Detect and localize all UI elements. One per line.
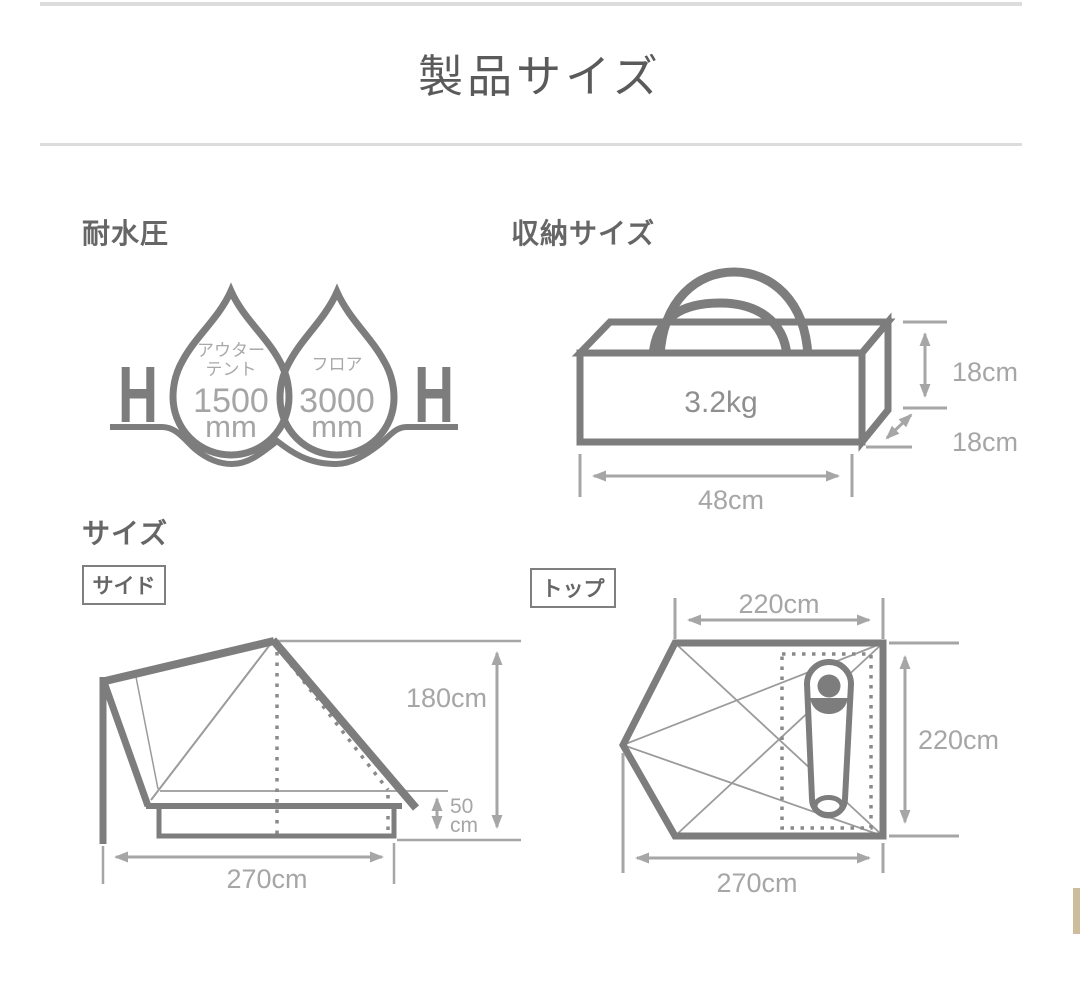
bag-top-face xyxy=(571,318,896,357)
drop1-value: 1500 xyxy=(193,382,269,420)
storage-size-heading: 収納サイズ xyxy=(511,218,656,249)
bag-height-label: 18cm xyxy=(952,357,1018,387)
water-resistance-heading: 耐水圧 xyxy=(82,218,170,249)
size-heading: サイズ xyxy=(82,518,169,549)
water-drop-icon-floor xyxy=(276,283,398,459)
top-view-tag: トップ xyxy=(530,568,616,608)
drop1-label-line2: テント xyxy=(206,360,257,379)
skirt-height-unit: cm xyxy=(450,814,478,837)
side-view-tag-label: サイド xyxy=(92,575,156,598)
side-height-label: 180cm xyxy=(406,683,487,713)
bag-weight-label: 3.2kg xyxy=(684,386,757,419)
page-title: 製品サイズ xyxy=(418,51,662,102)
drop2-label-line1: フロア xyxy=(312,355,363,374)
top-border-line xyxy=(40,2,1022,6)
tent-side-view-diagram: 180cm 50 cm 270cm xyxy=(99,637,521,894)
sleeper-head-icon xyxy=(817,674,841,698)
sleeping-bag-foot-icon xyxy=(812,795,845,817)
bag-depth-label: 18cm xyxy=(952,427,1018,457)
gauge-letter-right: H xyxy=(414,350,454,439)
water-drop-icon-outer-tent xyxy=(169,282,293,459)
bag-width-label: 48cm xyxy=(698,485,764,515)
water-resistance-diagram: H H アウター テント 1500 mm フロア 3000 mm xyxy=(110,282,458,468)
floor-outline xyxy=(619,639,887,840)
title-divider-line xyxy=(40,143,1022,146)
bag-front-face xyxy=(576,349,866,446)
tent-top-view-diagram: 220cm 220cm 270cm xyxy=(619,589,999,898)
bag-handle-front xyxy=(648,298,792,357)
drop2-value: 3000 xyxy=(299,382,375,420)
sleeper-shoulders-icon xyxy=(810,698,848,714)
rear-slope-line xyxy=(269,637,420,811)
top-depth-label: 220cm xyxy=(918,725,999,755)
depth-dimension-arrow xyxy=(885,413,913,440)
gauge-letter-left: H xyxy=(118,350,158,439)
side-width-label: 270cm xyxy=(226,864,307,894)
right-edge-fragment xyxy=(1073,888,1080,934)
skirt-outline xyxy=(156,803,397,839)
inner-tent-dotted-lines xyxy=(275,652,390,834)
inner-left-slope-line xyxy=(150,641,273,801)
storage-bag-diagram: 3.2kg 18cm 18cm 48cm xyxy=(571,267,1018,515)
skirt-height-value: 50 xyxy=(450,795,473,818)
drop1-label-line1: アウター xyxy=(197,341,265,360)
drop2-unit: mm xyxy=(311,409,363,444)
water-surface-line xyxy=(110,424,458,468)
awning-front-edge xyxy=(100,680,152,808)
bottom-width-label: 270cm xyxy=(716,868,797,898)
top-width-label: 220cm xyxy=(738,589,819,619)
side-view-tag: サイド xyxy=(82,565,166,605)
drop1-unit: mm xyxy=(205,409,257,444)
awning-ridge-line xyxy=(100,637,275,686)
awning-crease-line xyxy=(135,676,159,790)
top-view-tag-label: トップ xyxy=(541,578,605,601)
